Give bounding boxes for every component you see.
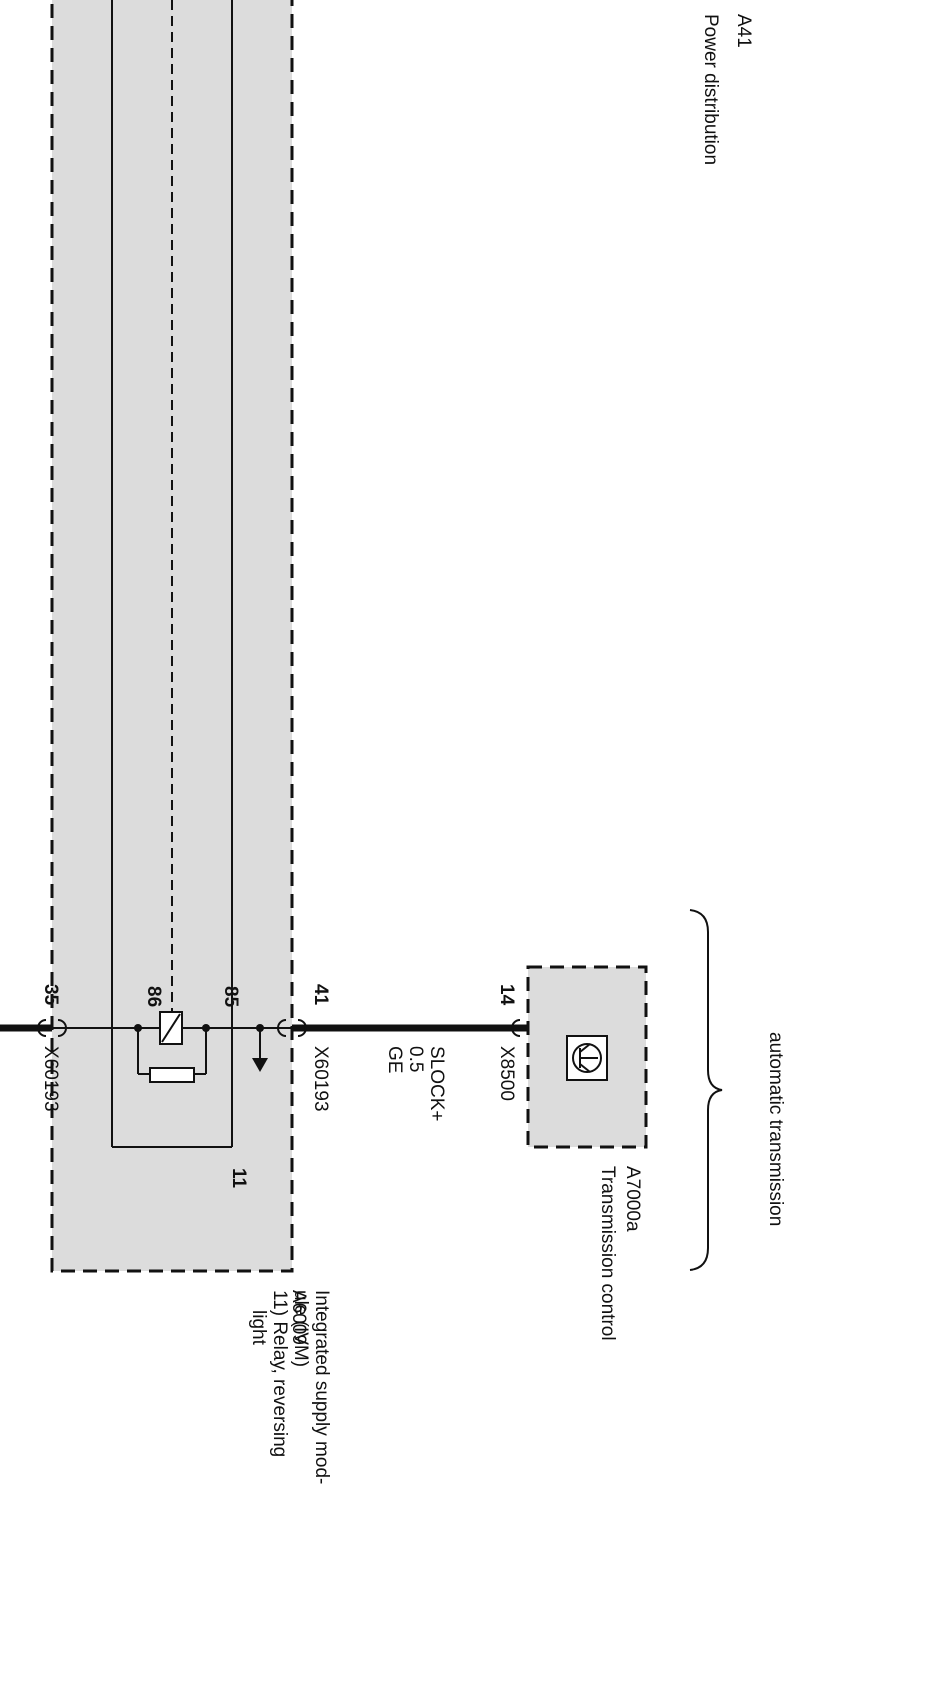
tcu-connector: X8500 [496,1046,517,1101]
ground-arrow-icon [252,1058,268,1072]
power-distribution-id: A41 [733,14,754,48]
junction-dot-86 [134,1024,142,1032]
option-label: automatic transmission [765,1032,786,1227]
ivm-description: Integrated supply mod- ule (IVM) 11) Rel… [248,1290,332,1484]
wire-size: 0.5 [405,1046,426,1073]
ivm-item-line2: light [248,1310,269,1345]
connector-top-label: X60193 [310,1046,331,1112]
connector-x60193-35-symbol-b [57,1019,67,1037]
connector-x60193-35-symbol [37,1019,47,1037]
relay-resistor [149,1067,195,1083]
transistor-icon-emitter [579,1063,591,1073]
tcu-pin: 14 [496,984,517,1006]
relay-pin-86: 86 [143,986,164,1008]
ivm-name-line1: Integrated supply mod- [311,1290,332,1485]
transistor-icon-circle [572,1043,602,1073]
option-brace [689,909,723,1271]
wire-label: SLOCK+ 0.5 GE [384,1046,447,1122]
relay-pin-85: 85 [220,986,241,1008]
ivm-item-line1: 11) Relay, reversing [269,1290,290,1458]
ivm-name-line2: ule (IVM) [290,1290,311,1368]
tcu-name: Transmission control [597,1166,618,1341]
junction-dot-85 [202,1024,210,1032]
connector-x60193-41-symbol-b [297,1019,307,1037]
tcu-id: A7000a [622,1166,643,1232]
connector-x8500-symbol [511,1019,521,1037]
power-distribution-name: Power distribution [700,14,721,166]
connector-x60193-41-symbol [277,1019,287,1037]
relay-item-number: 11 [228,1168,249,1189]
transistor-icon-collector [579,1043,591,1053]
pin-top-label: 41 [310,984,331,1006]
connector-bottom-label: X60193 [40,1046,61,1112]
relay-coil-diagonal [161,1013,181,1043]
wire-signal: SLOCK+ [426,1046,447,1122]
pin-bottom-label: 35 [40,984,61,1006]
wire-color: GE [384,1046,405,1074]
